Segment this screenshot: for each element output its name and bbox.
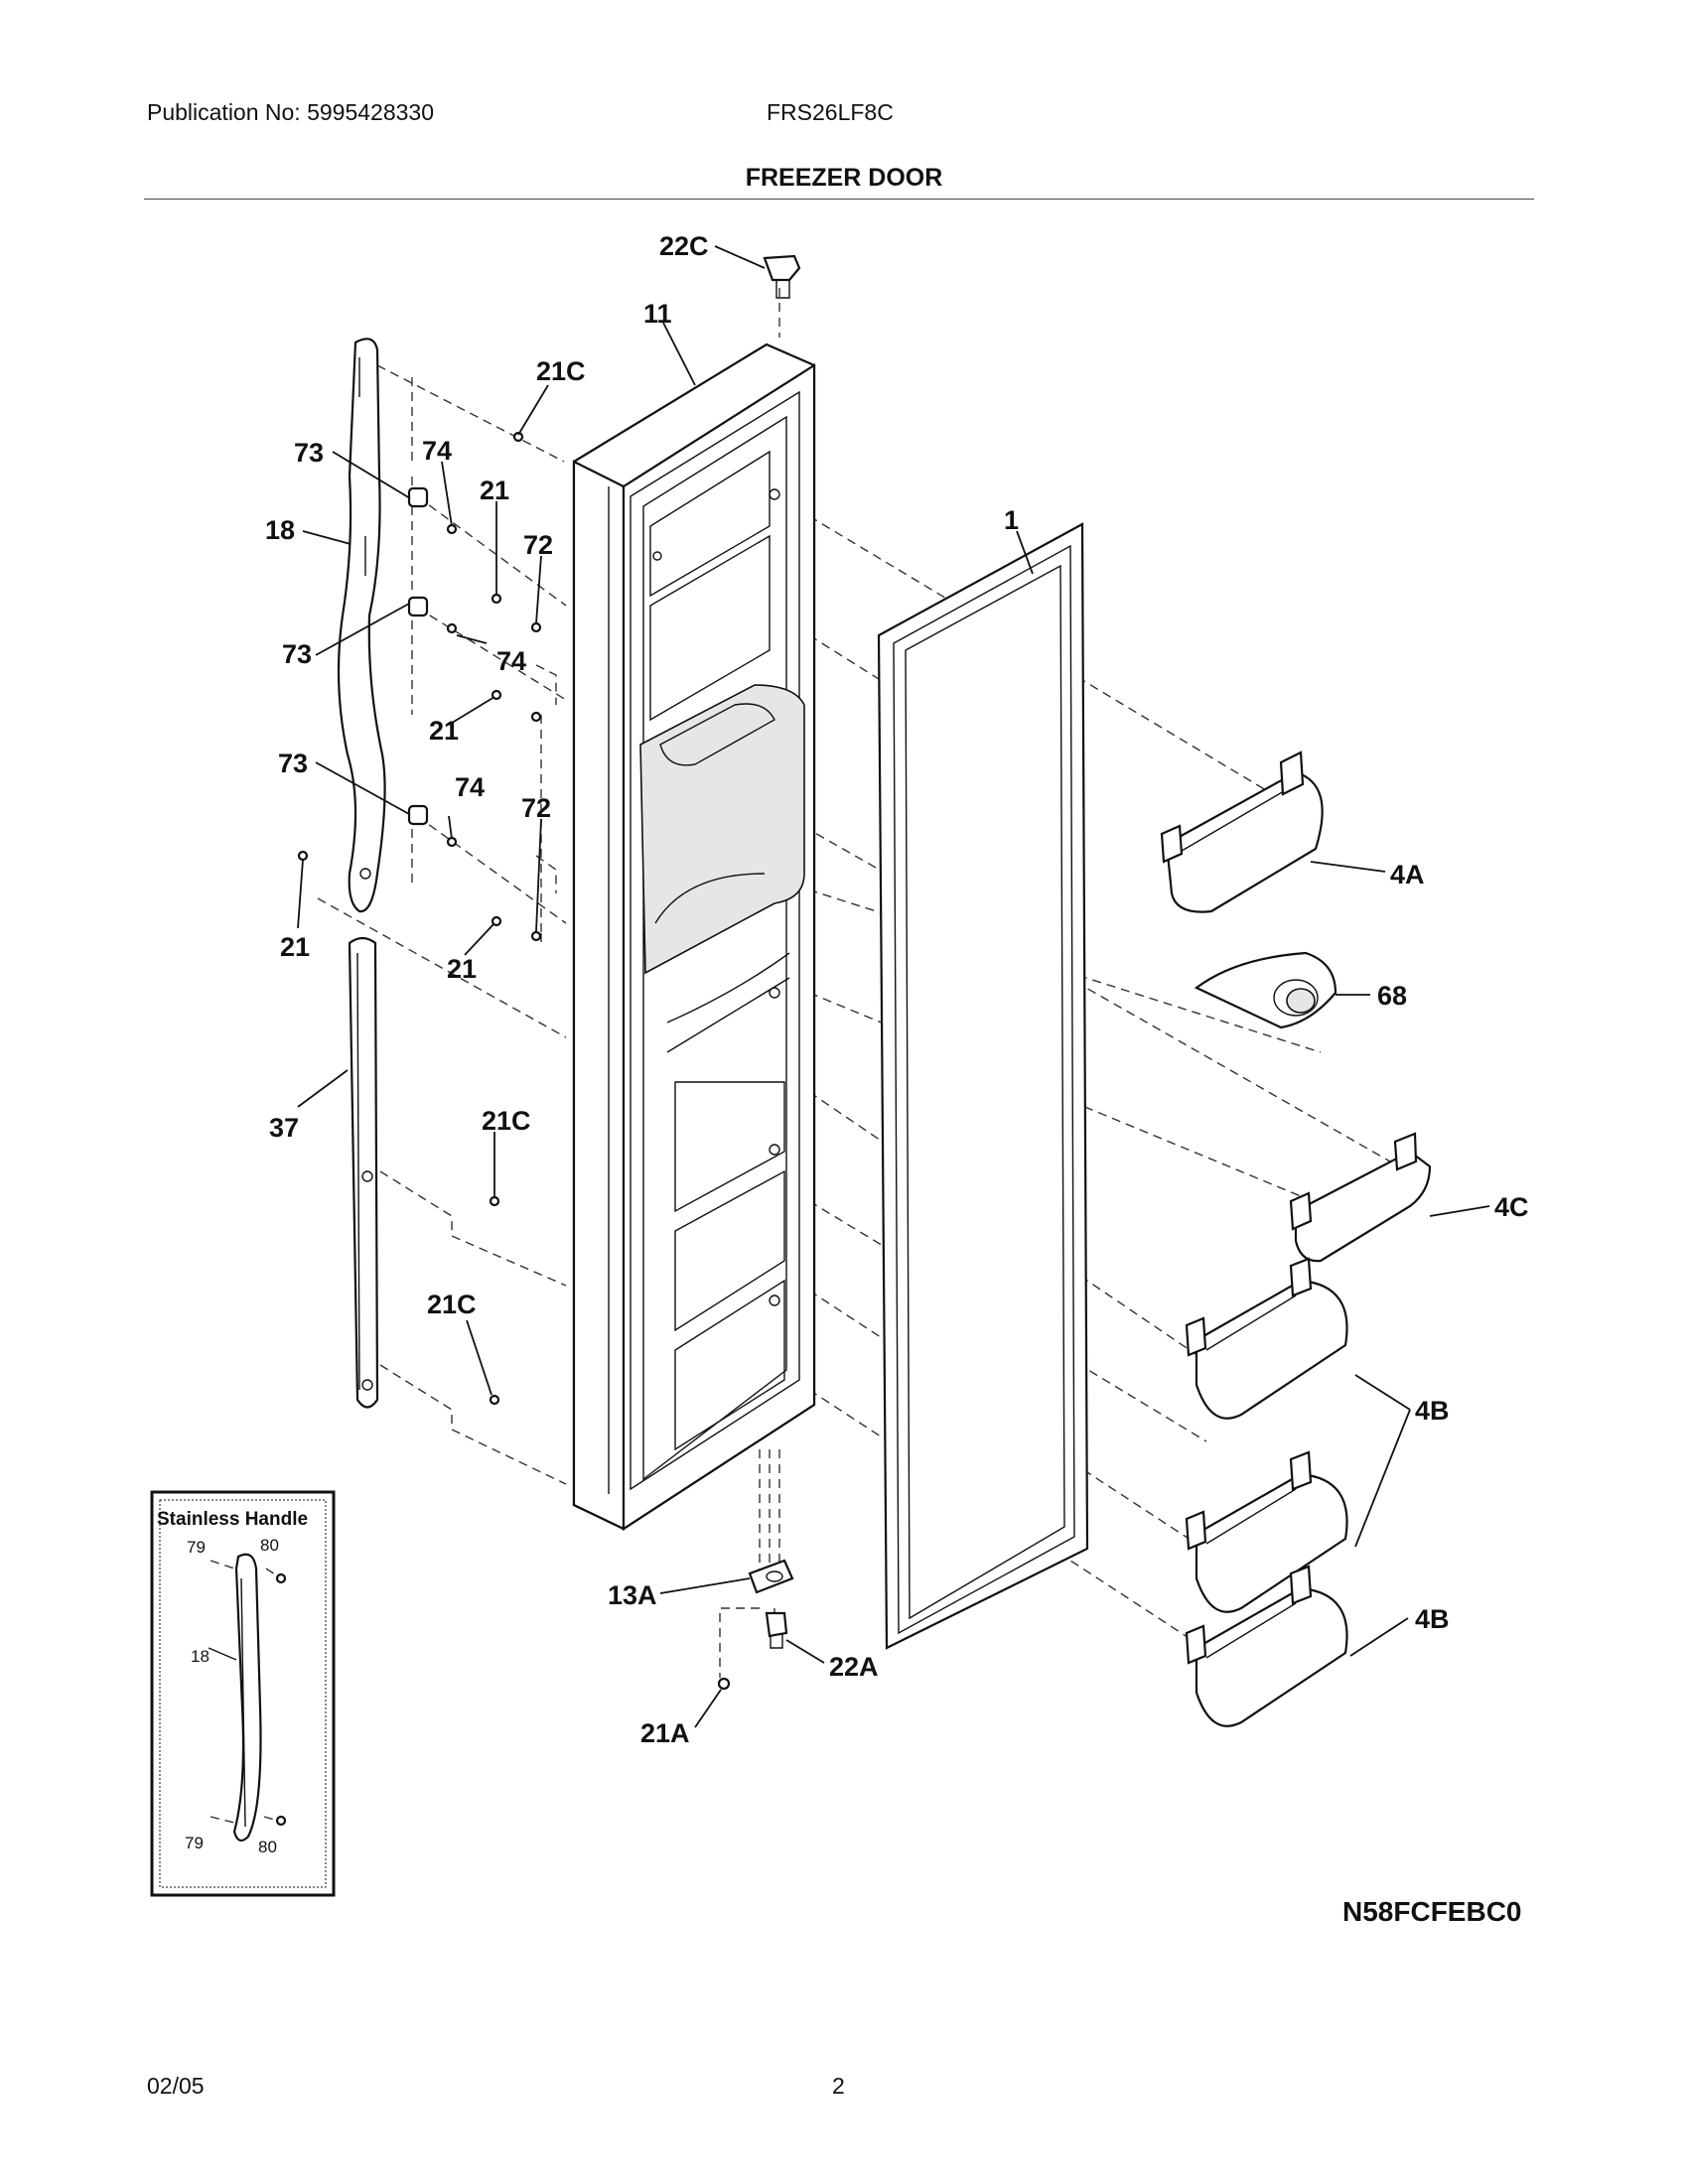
inset-title: Stainless Handle bbox=[157, 1509, 308, 1530]
label-21C-top: 21C bbox=[536, 356, 586, 386]
stainless-handle-inset: Stainless Handle 79 80 18 79 80 bbox=[150, 1490, 336, 1897]
label-74-lower: 74 bbox=[455, 772, 485, 802]
bin-4B-upper bbox=[1185, 1257, 1348, 1420]
leader-lines bbox=[297, 245, 1490, 1728]
label-4C: 4C bbox=[1494, 1192, 1529, 1222]
inset-label-79-top: 79 bbox=[187, 1538, 206, 1557]
handle-trim-37 bbox=[348, 936, 379, 1409]
callout-labels: 22C 11 21C 73 74 21 18 72 1 73 74 21 73 … bbox=[265, 231, 1529, 1748]
bracket-73a bbox=[407, 486, 429, 508]
bin-4B-lower bbox=[1185, 1565, 1348, 1727]
label-22C: 22C bbox=[659, 231, 709, 261]
revision-date: 02/05 bbox=[147, 2073, 205, 2099]
label-73-middle: 73 bbox=[282, 639, 312, 669]
bracket-73b bbox=[407, 596, 429, 617]
bin-4A bbox=[1160, 751, 1324, 913]
label-73-lower: 73 bbox=[278, 749, 308, 778]
label-73-upper: 73 bbox=[294, 438, 324, 468]
label-13A: 13A bbox=[608, 1580, 657, 1610]
label-21-middle: 21 bbox=[429, 716, 459, 746]
bin-4B-middle bbox=[1185, 1450, 1348, 1613]
label-68: 68 bbox=[1377, 981, 1407, 1011]
section-title: FREEZER DOOR bbox=[745, 164, 943, 192]
page-number: 2 bbox=[832, 2073, 845, 2099]
label-72-lower: 72 bbox=[521, 793, 551, 823]
inset-label-80-top: 80 bbox=[260, 1536, 279, 1555]
label-74-upper: 74 bbox=[422, 436, 452, 466]
handle-18 bbox=[337, 338, 386, 913]
model-number: FRS26LF8C bbox=[767, 99, 894, 125]
label-21-upper: 21 bbox=[480, 476, 509, 505]
label-21-left: 21 bbox=[280, 932, 310, 962]
label-18: 18 bbox=[265, 515, 295, 545]
diagram-code: N58FCFEBC0 bbox=[1342, 1896, 1522, 1927]
inset-label-80-bottom: 80 bbox=[258, 1838, 277, 1856]
ice-funnel-68 bbox=[1194, 951, 1337, 1029]
publication-number: Publication No: 5995428330 bbox=[147, 99, 435, 125]
label-74-middle: 74 bbox=[496, 646, 526, 676]
label-21C-lower: 21C bbox=[427, 1290, 477, 1319]
label-11: 11 bbox=[643, 299, 672, 329]
label-22A: 22A bbox=[829, 1652, 879, 1682]
door-gasket-1 bbox=[877, 522, 1089, 1650]
label-37: 37 bbox=[269, 1113, 299, 1143]
label-21A: 21A bbox=[640, 1718, 690, 1748]
inset-label-79-bottom: 79 bbox=[185, 1834, 204, 1852]
freezer-door-11 bbox=[572, 342, 816, 1532]
bin-4C bbox=[1289, 1132, 1432, 1263]
inset-label-18: 18 bbox=[191, 1647, 210, 1666]
label-4B-upper: 4B bbox=[1415, 1396, 1450, 1426]
label-21C-middle: 21C bbox=[482, 1106, 531, 1136]
label-1: 1 bbox=[1004, 505, 1019, 535]
label-4A: 4A bbox=[1390, 860, 1425, 889]
label-72-upper: 72 bbox=[523, 530, 553, 560]
bracket-73c bbox=[407, 804, 429, 826]
label-21-lower: 21 bbox=[447, 954, 477, 984]
header-rule bbox=[144, 199, 1534, 200]
label-4B-lower: 4B bbox=[1415, 1604, 1450, 1634]
